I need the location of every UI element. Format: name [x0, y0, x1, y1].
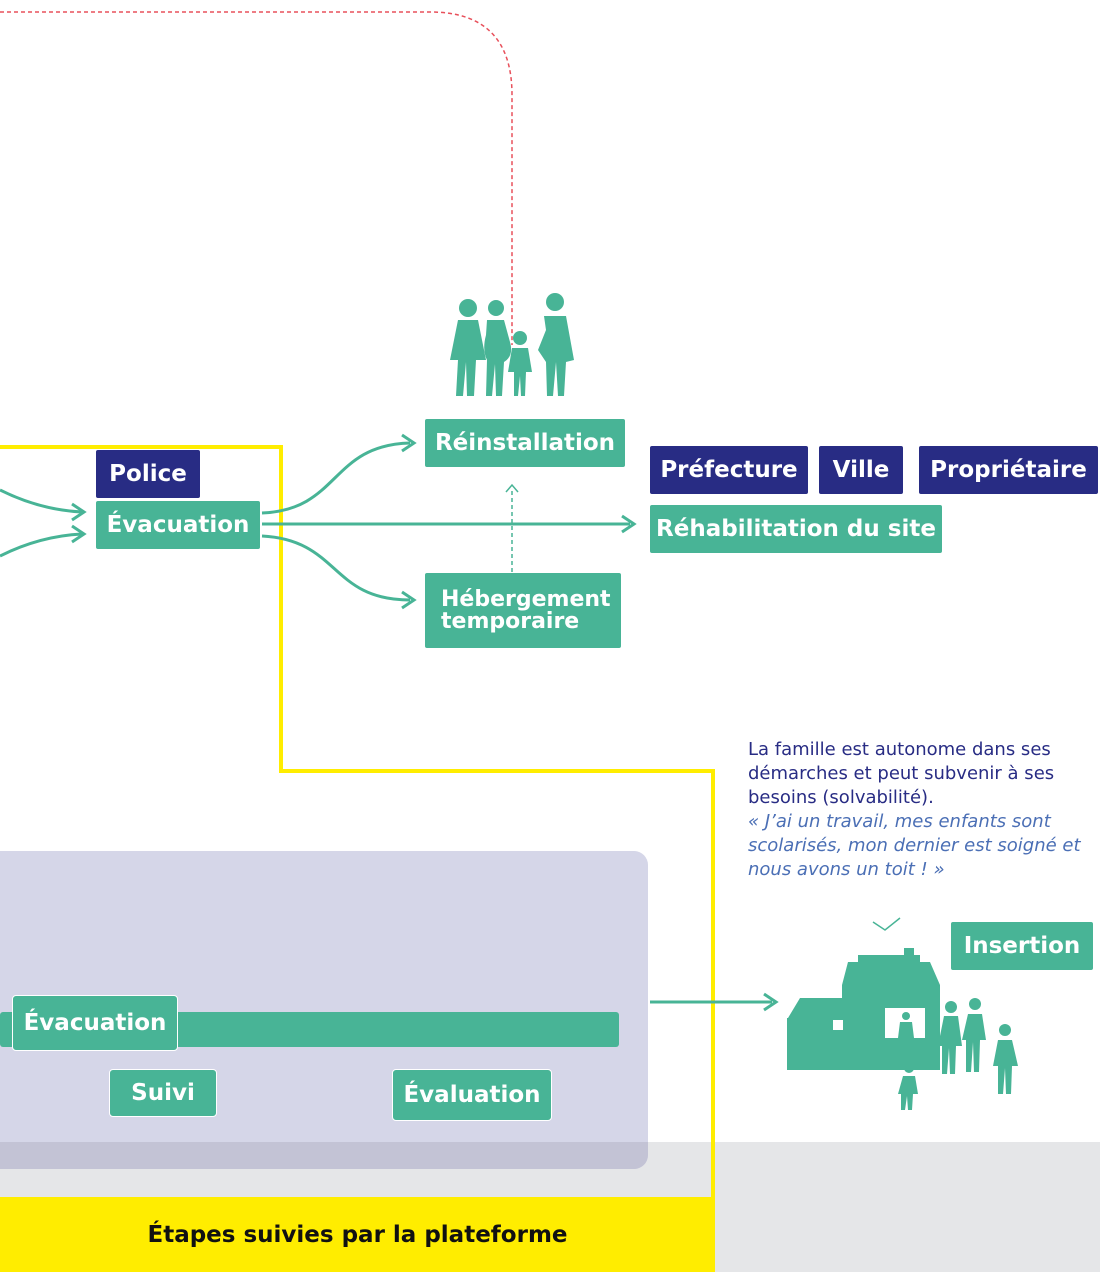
arrow-to-reinstallation: [261, 441, 411, 515]
red-dashed-path: [0, 11, 513, 345]
family-small-icon: [898, 998, 1018, 1110]
insertion-note-text: La famille est autonome dans ses démarch…: [748, 739, 1055, 808]
incoming-arrow-bottom: [0, 532, 83, 558]
hebergement-step: Hébergement temporaire: [425, 573, 621, 648]
evacuation-step: Évacuation: [96, 501, 260, 549]
prefecture-badge: Préfecture: [650, 446, 808, 494]
ville-badge: Ville: [819, 446, 903, 494]
insertion-note: La famille est autonome dans ses démarch…: [748, 738, 1098, 882]
rehabilitation-step: Réhabilitation du site: [650, 505, 942, 553]
arrowhead-rehabilitation: [621, 514, 637, 534]
timeline-evaluation: Évaluation: [392, 1069, 552, 1121]
family-icon: [450, 293, 574, 396]
hebergement-line1: Hébergement: [441, 586, 611, 612]
platform-footer: [0, 1197, 715, 1272]
timeline-suivi: Suivi: [109, 1069, 217, 1117]
house-icon: [787, 917, 940, 1070]
arrowhead-insertion: [763, 992, 779, 1012]
insertion-step: Insertion: [951, 922, 1093, 970]
arrowhead-dashed: [505, 483, 519, 493]
platform-panel-shadow: [0, 1142, 648, 1169]
arrowhead-reinstallation: [401, 433, 417, 453]
arrowhead-in-2: [71, 524, 87, 544]
police-badge: Police: [96, 450, 200, 498]
incoming-arrow-top: [0, 488, 83, 514]
arrow-to-hebergement: [261, 534, 411, 602]
platform-footer-label: Étapes suivies par la plateforme: [147, 1221, 568, 1248]
arrowhead-in-1: [71, 502, 87, 522]
insertion-note-quote: « J’ai un travail, mes enfants sont scol…: [748, 811, 1081, 880]
reinstallation-step: Réinstallation: [425, 419, 625, 467]
platform-outline: [0, 445, 715, 1197]
proprietaire-badge: Propriétaire: [919, 446, 1098, 494]
timeline-evacuation: Évacuation: [12, 995, 178, 1051]
arrowhead-hebergement: [401, 590, 417, 610]
hebergement-line2: temporaire: [441, 608, 580, 634]
